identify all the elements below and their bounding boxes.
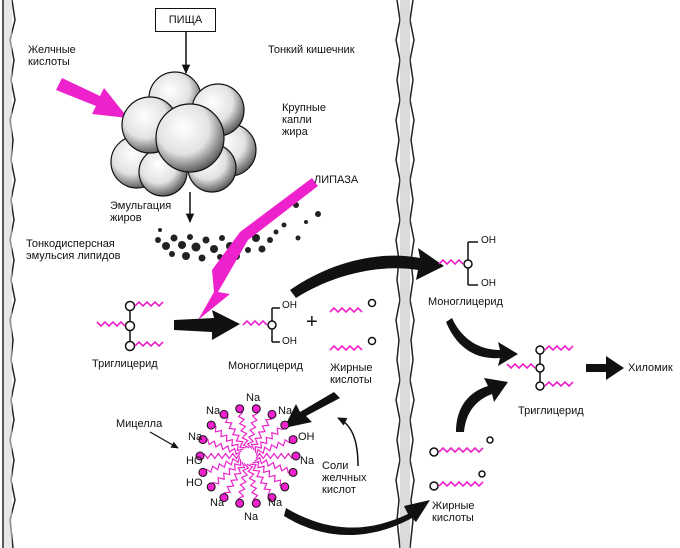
micelle-label: Мицелла: [116, 418, 163, 430]
fatty-acids-right-molecules: [429, 436, 494, 491]
micelle-head: [206, 482, 216, 492]
micelle-tail: [203, 452, 241, 460]
oh-top-mid: OH: [282, 300, 297, 311]
bile-acids-label: Желчные кислоты: [28, 44, 76, 68]
micelle-head: [235, 404, 245, 414]
large-fat-drops-label: Крупные капли жира: [282, 102, 326, 138]
oh-label: OH: [298, 431, 315, 443]
micelle-tail: [206, 438, 242, 456]
monoglyceride-right-molecule: [438, 241, 478, 286]
monoglyceride-right-label: Моноглицерид: [428, 296, 503, 308]
micelle-tail: [254, 456, 290, 474]
micelle-tail: [246, 412, 259, 450]
food-label: ПИЩА: [168, 14, 203, 26]
fine-emulsion-dots: [155, 202, 321, 262]
absorption-arrow-top: [290, 248, 444, 298]
na-label: Na: [188, 431, 203, 443]
triglyceride-right-molecule: [506, 344, 574, 391]
intestine-wall-right: [395, 0, 415, 548]
micelle-tail: [252, 460, 282, 487]
na-label: Na: [300, 455, 315, 467]
micelle-tail: [237, 411, 250, 449]
oh-bottom-right: OH: [481, 278, 496, 289]
lipase-label: ЛИПАЗА: [314, 174, 359, 186]
micelle-head: [206, 420, 216, 430]
micelle-tail: [212, 459, 242, 485]
triglyceride-left-molecule: [96, 300, 164, 352]
fatty-acids-mid-label: Жирные кислоты: [330, 362, 373, 386]
micelle-head: [198, 467, 208, 477]
small-intestine-label: Тонкий кишечник: [268, 44, 355, 56]
intestine-wall-left: [2, 0, 16, 548]
micelle-head: [288, 467, 298, 477]
ho-label: HO: [186, 455, 203, 467]
micelle-head: [288, 435, 298, 445]
micelle-head: [251, 404, 261, 414]
micelle-tail: [250, 418, 273, 451]
triglyceride-left-label: Триглицерид: [92, 358, 158, 370]
lipase-arrow: [198, 178, 318, 320]
micelle-head: [280, 420, 290, 430]
micelle-structure: [195, 404, 301, 508]
na-label: Na: [246, 392, 261, 404]
triglyceride-right-label: Триглицерид: [518, 405, 584, 417]
micelle-tail: [246, 463, 259, 501]
oh-bottom-mid: OH: [282, 336, 297, 347]
food-box: ПИЩА: [155, 8, 216, 32]
micelle-head: [280, 482, 290, 492]
micelle-label-arrow: [149, 431, 179, 449]
micelle-tail: [224, 416, 247, 449]
micelle-tail: [205, 456, 241, 474]
micelle-head: [195, 451, 205, 461]
fat-emulsification-label: Эмульгация жиров: [110, 200, 172, 224]
micelle-tail: [254, 427, 284, 453]
micelle-head: [219, 409, 229, 419]
micelle-tail: [255, 452, 293, 460]
monoglyceride-mid-molecule: [242, 307, 280, 343]
na-label: Na: [210, 497, 225, 509]
na-label: Na: [206, 405, 221, 417]
micelle-head: [235, 498, 245, 508]
chylomicron-label: Хиломик: [628, 362, 673, 374]
ho-label: HO: [186, 477, 203, 489]
micelle-head: [219, 493, 229, 503]
micelle-tail: [237, 462, 250, 500]
na-label: Na: [278, 405, 293, 417]
micelle-tail: [214, 425, 244, 452]
micelle-head: [251, 498, 261, 508]
fine-emulsion-label: Тонкодисперсная эмульсия липидов: [26, 238, 121, 262]
na-label: Na: [268, 497, 283, 509]
micelle-tail: [249, 463, 272, 496]
resynthesis-arrow-bottom: [456, 378, 508, 432]
bile-acids-arrow: [56, 78, 128, 118]
micelle-head: [267, 493, 277, 503]
monoglyceride-mid-label: Моноглицерид: [228, 360, 303, 372]
micelle-tail: [255, 438, 291, 456]
hydrolysis-arrow: [174, 310, 240, 340]
na-label: Na: [244, 511, 259, 523]
oh-top-right: OH: [481, 235, 496, 246]
bile-salts-arrow: [337, 417, 359, 467]
absorption-arrow-bottom: [284, 500, 430, 535]
micelle-head: [267, 409, 277, 419]
chylomicron-arrow: [586, 356, 624, 380]
micelle-head: [291, 451, 301, 461]
resynthesis-arrow-top: [446, 318, 518, 366]
bile-salts-label: Соли желчных кислот: [322, 460, 367, 496]
micelle-tail: [223, 461, 246, 494]
fat-drops-cluster: [110, 71, 257, 197]
fatty-acids-right-label: Жирные кислоты: [432, 500, 475, 524]
plus-sign: +: [306, 311, 318, 333]
to-micelle-arrow: [284, 392, 340, 428]
fatty-acids-mid-molecules: [329, 298, 377, 352]
micelle-head: [198, 435, 208, 445]
